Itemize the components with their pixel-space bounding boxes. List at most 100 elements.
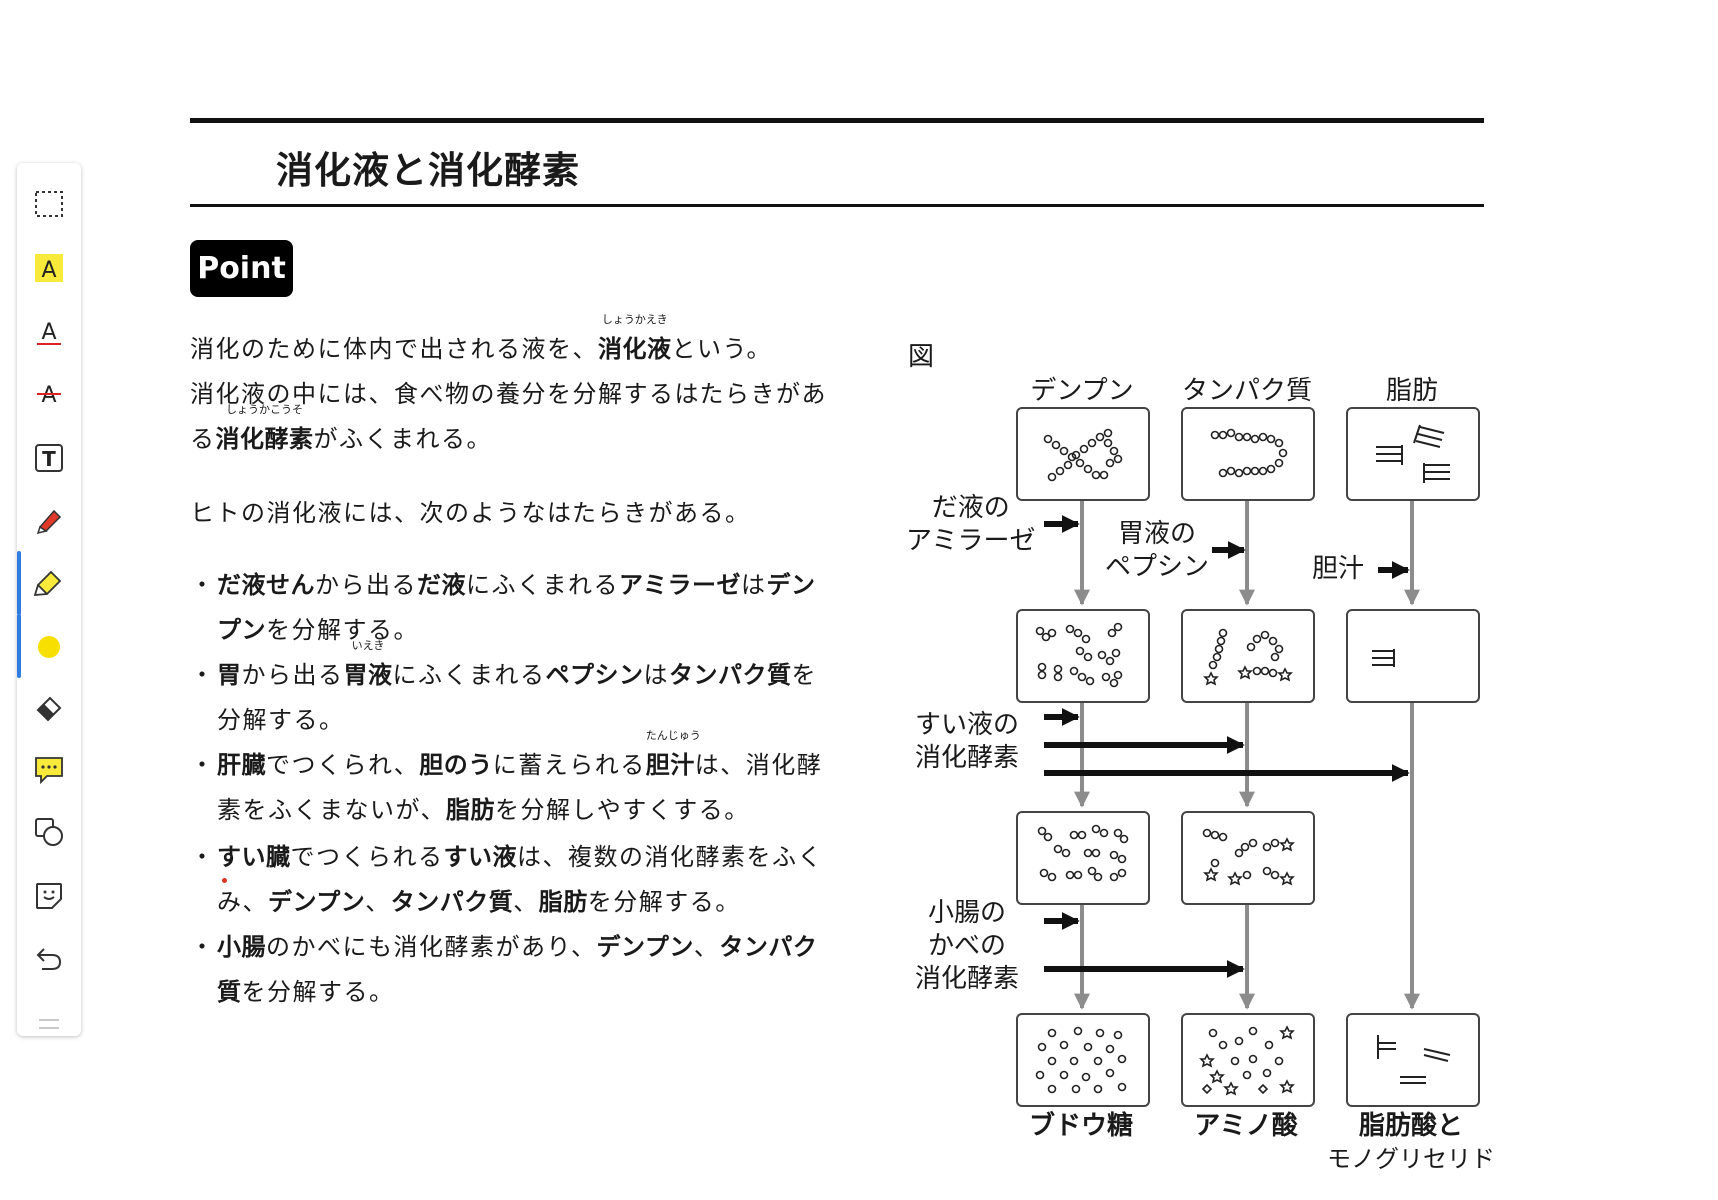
highlighter-tool[interactable]: [17, 551, 81, 615]
highlighter-icon: [33, 570, 62, 597]
bullet-text: に蓄えられる: [492, 751, 646, 779]
starch-partial-box: [1016, 609, 1150, 703]
key-term: だ液: [417, 571, 466, 599]
starch-molecule-box: [1016, 407, 1150, 501]
bullet-text: を分解する。: [266, 616, 419, 644]
intro-text: る: [190, 425, 216, 453]
svg-text:A: A: [41, 320, 56, 345]
label-line: だ液の: [931, 493, 1010, 523]
key-term: デンプン: [268, 888, 366, 916]
key-term: タンパク質: [669, 661, 792, 689]
undo-button[interactable]: [17, 929, 81, 987]
bullet-text: は、消化酵: [694, 751, 823, 779]
shape-tool[interactable]: [17, 803, 81, 861]
bullet-mark: ・: [190, 661, 216, 689]
intro-line-1: 消化のために体内で出される液を、しょうかえき消化液という。: [190, 314, 772, 372]
starch-chain-a: [1043, 434, 1109, 480]
key-term: すい臓: [217, 843, 291, 871]
underline-tool[interactable]: A: [17, 303, 81, 361]
bullet-text: から出る: [241, 661, 344, 689]
pen-tool[interactable]: [17, 491, 81, 549]
bullet-line: 分解する。: [217, 698, 345, 743]
textbox-icon: T: [35, 444, 63, 472]
ruby: たんじゅう: [645, 729, 701, 742]
bullet-line: 質を分解する。: [217, 970, 395, 1015]
product-fatty-acid: 脂肪酸と モノグリセリド: [1326, 1110, 1496, 1176]
protein-chain-icon: [1210, 428, 1288, 478]
pancreatic-enzyme-label: すい液の 消化酵素: [915, 709, 1019, 775]
key-term: タンパク: [719, 933, 818, 961]
ruby: いえき: [351, 639, 385, 652]
key-term: デンプン: [596, 933, 694, 961]
intestinal-enzyme-label: 小腸の かべの 消化酵素: [915, 897, 1019, 996]
highlight-text-tool[interactable]: A: [17, 239, 81, 297]
bullet-text: から出る: [315, 571, 417, 599]
glucose-box: [1016, 1013, 1150, 1107]
sticker-tool[interactable]: [17, 867, 81, 925]
protein-peptide-box: [1181, 811, 1315, 905]
bullet-text: にふくまれる: [466, 571, 619, 599]
starch-chain-icon: [1043, 428, 1123, 482]
toolbar-grip[interactable]: [39, 1019, 59, 1029]
strikethrough-a-icon: A: [37, 383, 61, 408]
strikethrough-tool[interactable]: A: [17, 365, 81, 423]
short-chains-icon: [1035, 622, 1123, 688]
key-term: 小腸: [217, 933, 266, 961]
enzyme-arrows: [1044, 515, 1410, 978]
product-glucose: ブドウ糖: [1028, 1111, 1133, 1141]
intro-line-2: 消化液の中には、食べ物の養分を分解するはたらきがあ: [190, 380, 828, 408]
column-head-fat: 脂肪: [1385, 376, 1438, 406]
comment-tool[interactable]: [17, 741, 81, 799]
saliva-amylase-label: だ液の アミラーゼ: [906, 492, 1035, 558]
bullet-line: 肝臓でつくられ、胆のうに蓄えられるたんじゅう胆汁は、消化酵: [217, 730, 823, 788]
amino-acid-box: [1181, 1013, 1315, 1107]
bullet-mark: ・: [190, 843, 216, 871]
key-term: プン: [217, 616, 266, 644]
ruby-term: たんじゅう胆汁: [645, 730, 701, 788]
bullet-text: でつくられ、: [266, 751, 420, 779]
color-dot-icon: [38, 636, 60, 658]
key-term: 胆のう: [419, 751, 493, 779]
label-line: 胃液の: [1118, 519, 1197, 549]
bullet-text: でつくられる: [290, 843, 444, 871]
intro-line-3: るしょうかこうそ消化酵素がふくまれる。: [190, 404, 492, 462]
key-term: すい液: [443, 843, 517, 871]
label-line: すい液の: [915, 710, 1020, 740]
title-top-rule: [190, 118, 1484, 123]
color-swatch[interactable]: [17, 614, 81, 678]
bullet-mark: ・: [190, 751, 216, 779]
starch-chain-b: [1047, 428, 1123, 482]
bullet-text: は、複数の消化酵素をふく: [517, 843, 823, 871]
bullet-line: だ液せんから出るだ液にふくまれるアミラーゼはデン: [217, 563, 816, 608]
figure-label: 図: [908, 342, 935, 372]
bullet-line: 素をふくまないが、脂肪を分解しやすくする。: [217, 788, 750, 833]
bullet-text: は: [741, 571, 767, 599]
fat-molecule-box: [1346, 407, 1480, 501]
sticker-icon: [36, 883, 62, 909]
triglyceride-icon: [1376, 424, 1450, 483]
column-head-protein: タンパク質: [1181, 376, 1312, 406]
key-term: アミラーゼ: [619, 571, 742, 599]
textbox-tool[interactable]: T: [17, 429, 81, 487]
bullet-text: 分解する。: [217, 706, 345, 734]
title-bottom-rule: [190, 204, 1484, 207]
protein-molecule-box: [1181, 407, 1315, 501]
eraser-tool[interactable]: [17, 678, 81, 736]
protein-partial-box: [1181, 609, 1315, 703]
flow-lines: [1074, 500, 1420, 1010]
label-line: かべの: [928, 931, 1007, 961]
select-tool[interactable]: [17, 175, 81, 233]
annotation-toolbar: A A A T: [17, 163, 81, 1036]
label-line: アミラーゼ: [906, 526, 1036, 556]
intro-text: がふくまれる。: [313, 425, 492, 453]
undo-icon: [36, 948, 62, 970]
label-line: ペプシン: [1105, 552, 1210, 582]
dashed-rect-icon: [35, 191, 63, 217]
column-head-starch: デンプン: [1030, 376, 1134, 406]
disaccharides-icon: [1037, 824, 1129, 882]
label-line: 脂肪酸と: [1358, 1111, 1463, 1141]
key-term: 胆汁: [645, 751, 695, 779]
label-line: モノグリセリド: [1327, 1145, 1495, 1173]
label-line: 消化酵素: [915, 964, 1020, 994]
